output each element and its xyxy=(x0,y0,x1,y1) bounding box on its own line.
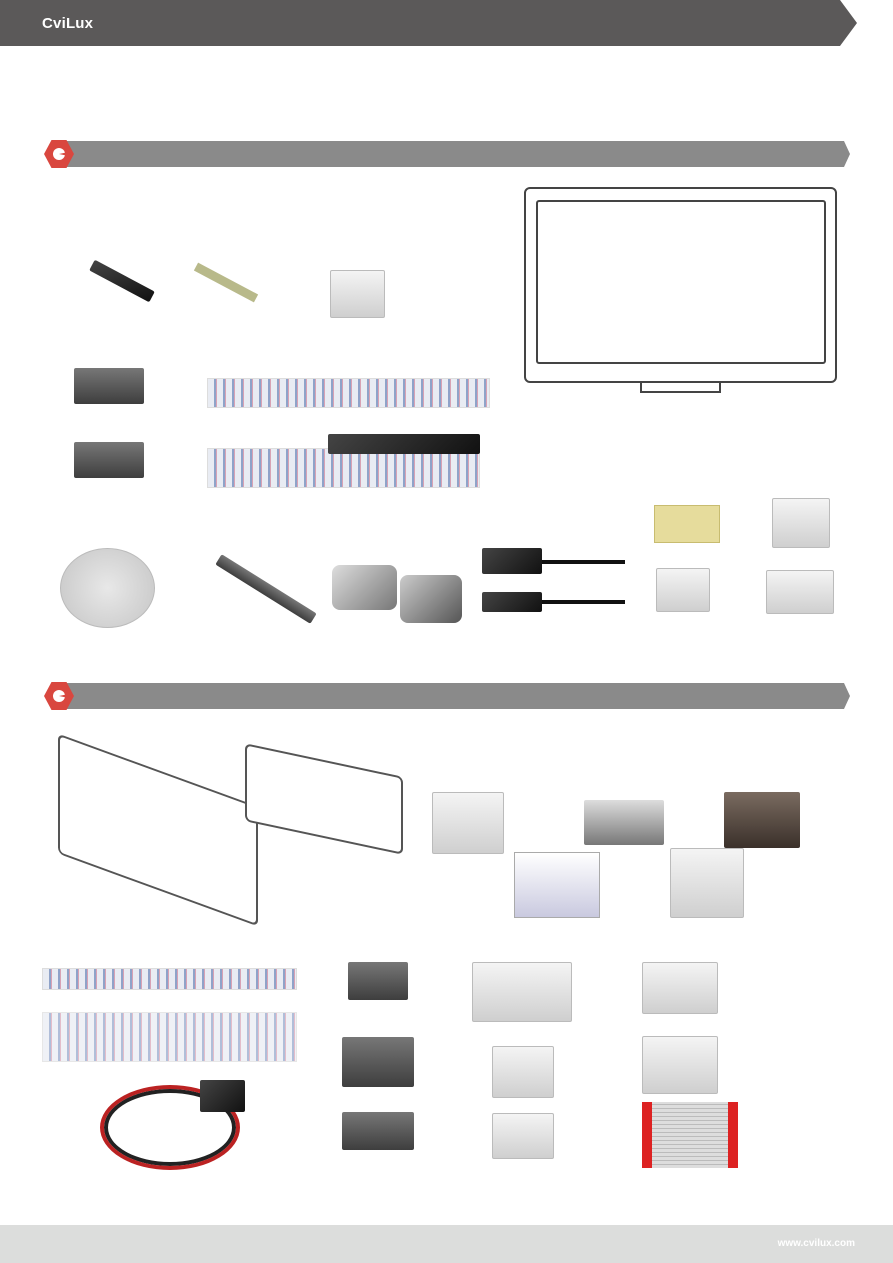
usb-c-receptacle-image xyxy=(400,575,462,623)
monitor-illustration xyxy=(524,187,837,383)
wire-to-board-header-image xyxy=(656,568,710,612)
monitor-stand xyxy=(640,383,721,393)
brand-logo: CviLux xyxy=(42,15,94,32)
brown-header-image xyxy=(724,792,800,848)
wire-to-board-housing-image xyxy=(492,1113,554,1159)
housing-connector-image xyxy=(642,1036,718,1094)
box-header-image xyxy=(342,1037,414,1087)
wafer-connector-image xyxy=(514,852,600,918)
wire-housing-image xyxy=(472,962,572,1022)
usb-c-receptacle-image xyxy=(332,565,397,610)
ffc-cable-image xyxy=(42,968,297,990)
wire-to-board-housing-image xyxy=(766,570,834,614)
power-plug-image xyxy=(200,1080,245,1112)
power-supply-case-image xyxy=(245,743,403,855)
header-connector-image xyxy=(642,962,718,1014)
led-lens-image xyxy=(60,548,155,628)
ribbon-cable-assembly-image xyxy=(642,1102,738,1168)
usb-cable-image xyxy=(542,600,625,604)
wire-to-board-header-image xyxy=(492,1046,554,1098)
usb-c-plug-image xyxy=(482,592,542,612)
box-header-image xyxy=(342,1112,414,1150)
power-supply-open-image xyxy=(58,733,258,927)
fpc-connector-image xyxy=(193,262,259,303)
power-cable-harness-image xyxy=(100,1085,240,1170)
ffc-cable-image xyxy=(42,1012,297,1062)
ffc-cable-image xyxy=(207,448,480,488)
wire-to-board-connector-image xyxy=(654,505,720,543)
usb-a-plug-image xyxy=(482,548,542,574)
header-connector-image xyxy=(670,848,744,918)
section-bar-1 xyxy=(56,141,850,167)
box-header-image xyxy=(74,368,144,404)
ffc-cable-image xyxy=(207,378,490,408)
wire-to-board-connector-image xyxy=(772,498,830,548)
card-connector-image xyxy=(584,800,664,845)
header-bar: CviLux xyxy=(0,0,857,46)
section-bar-2 xyxy=(56,683,850,709)
usb-a-receptacle-image xyxy=(330,270,385,318)
website-link[interactable]: www.cvilux.com xyxy=(777,1238,855,1249)
footer-bar: www.cvilux.com xyxy=(0,1225,893,1263)
pin-header-image xyxy=(348,962,408,1000)
shielded-ffc-image xyxy=(328,434,480,454)
board-to-board-connector-image xyxy=(89,259,155,303)
board-connector-image xyxy=(215,554,317,624)
cvilux-hex-icon xyxy=(44,682,74,710)
usb-cable-image xyxy=(542,560,625,564)
cvilux-hex-icon xyxy=(44,140,74,168)
monitor-screen xyxy=(536,200,826,364)
box-header-image xyxy=(74,442,144,478)
power-connector-image xyxy=(432,792,504,854)
